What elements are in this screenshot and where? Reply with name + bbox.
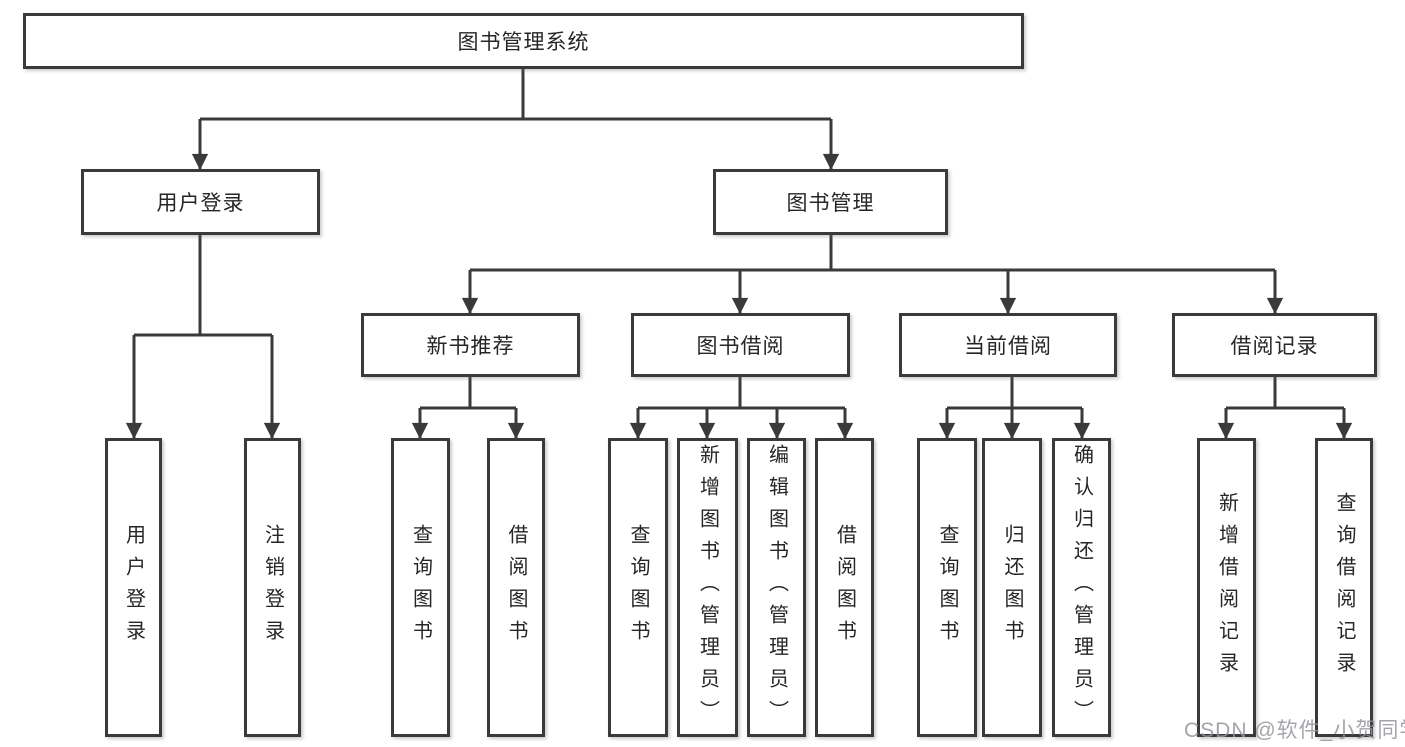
node-label: 查询借阅记录 [1333, 491, 1355, 684]
node-label: 图书管理 [786, 192, 875, 215]
node-label: 借阅记录 [1230, 335, 1319, 358]
node-logout: 注销登录 [244, 438, 301, 737]
node-nb-borrow-books: 借阅图书 [487, 438, 545, 737]
node-label: 图书借阅 [696, 335, 785, 358]
node-label: 注销登录 [261, 523, 284, 652]
node-bb-add-books-admin: 新增图书（管理员） [677, 438, 738, 737]
node-label: 查询图书 [627, 523, 649, 652]
node-label: 确认归还（管理员） [1070, 443, 1093, 732]
node-label: 编辑图书（管理员） [765, 443, 788, 732]
node-cb-confirm-return-admin: 确认归还（管理员） [1052, 438, 1111, 737]
node-label: 借阅图书 [833, 523, 856, 652]
node-br-add-borrow-record: 新增借阅记录 [1197, 438, 1256, 737]
node-bb-query-books: 查询图书 [608, 438, 668, 737]
node-br-query-borrow-record: 查询借阅记录 [1315, 438, 1373, 737]
csdn-watermark: CSDN @软件_小贺同学 [1184, 719, 1405, 742]
node-current-borrowing: 当前借阅 [899, 313, 1117, 377]
node-label: 查询图书 [936, 523, 958, 652]
node-label: 用户登录 [122, 523, 145, 652]
node-book-borrowing: 图书借阅 [631, 313, 850, 377]
node-label: 用户登录 [156, 192, 245, 215]
node-label: 归还图书 [1001, 523, 1023, 652]
node-book-management: 图书管理 [713, 169, 948, 235]
node-user-login-leaf: 用户登录 [105, 438, 162, 737]
node-label: 借阅图书 [505, 523, 527, 652]
node-label: 查询图书 [409, 523, 432, 652]
node-cb-query-books: 查询图书 [917, 438, 977, 737]
node-cb-return-books: 归还图书 [982, 438, 1042, 737]
node-label: 新增借阅记录 [1215, 491, 1238, 684]
node-new-book-recommendation: 新书推荐 [361, 313, 580, 377]
node-label: 新增图书（管理员） [696, 443, 719, 732]
node-bb-borrow-books: 借阅图书 [815, 438, 874, 737]
node-bb-edit-books-admin: 编辑图书（管理员） [747, 438, 806, 737]
node-borrowing-records: 借阅记录 [1172, 313, 1377, 377]
node-nb-query-books: 查询图书 [391, 438, 450, 737]
node-user-login: 用户登录 [81, 169, 320, 235]
node-label: 当前借阅 [964, 335, 1052, 358]
node-label: 新书推荐 [426, 335, 515, 358]
node-label: 图书管理系统 [457, 31, 590, 54]
node-library-management-system: 图书管理系统 [23, 13, 1024, 69]
